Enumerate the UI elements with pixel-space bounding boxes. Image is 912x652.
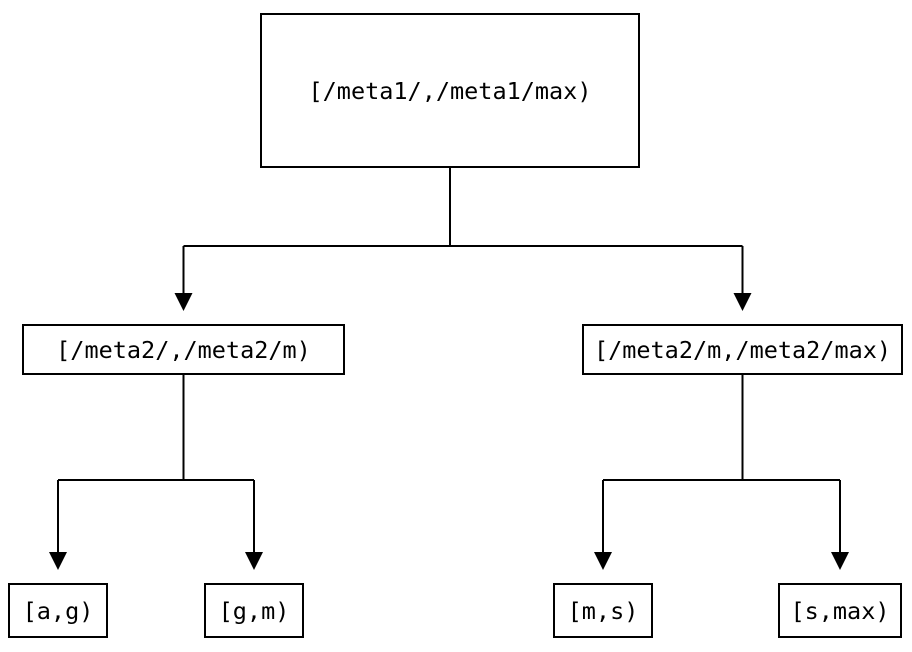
edge-lines-left-subtree	[57, 375, 255, 553]
edge-lines-right-subtree	[602, 375, 841, 553]
node-leaf-m-s: [m,s)	[553, 583, 653, 638]
arrow-down-icon	[594, 552, 612, 570]
arrow-down-icon	[245, 552, 263, 570]
node-meta2-right-range: [/meta2/m,/meta2/max)	[582, 324, 903, 375]
node-root-meta1-range: [/meta1/,/meta1/max)	[260, 13, 640, 168]
arrow-down-icon	[49, 552, 67, 570]
node-leaf-a-g: [a,g)	[8, 583, 108, 638]
node-meta2-left-range: [/meta2/,/meta2/m)	[22, 324, 345, 375]
arrow-down-icon	[174, 293, 193, 311]
node-leaf-s-max: [s,max)	[778, 583, 902, 638]
arrow-down-icon	[733, 293, 752, 311]
node-leaf-g-m: [g,m)	[204, 583, 304, 638]
arrow-down-icon	[831, 552, 849, 570]
edge-lines-level1	[182, 168, 744, 294]
